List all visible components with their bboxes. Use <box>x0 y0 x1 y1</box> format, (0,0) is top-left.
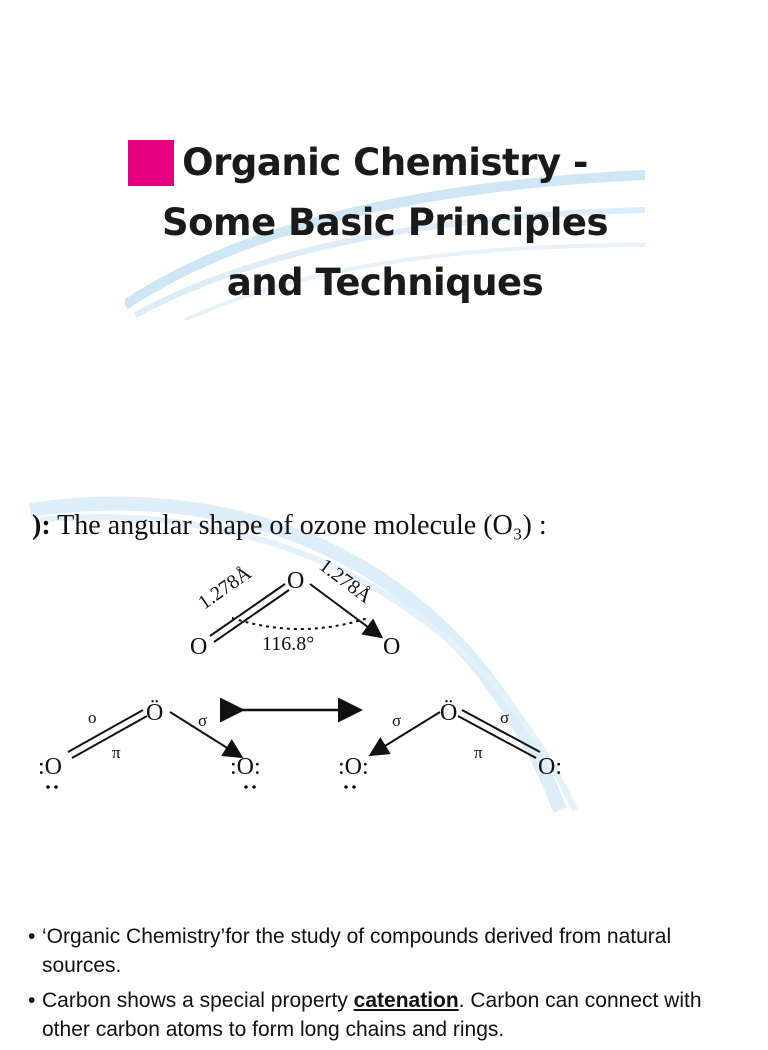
double-bond-line-1 <box>209 583 286 637</box>
atom-o-left: O <box>190 634 207 660</box>
double-bond-line-2 <box>213 589 290 643</box>
bond-length-left: 1.278Å <box>194 562 256 614</box>
resonance-2-atom-left: :O: <box>338 754 369 780</box>
bullet-list: • ‘Organic Chemistry’for the study of co… <box>28 922 748 1050</box>
resonance-2-double-bond-1 <box>461 709 541 753</box>
resonance-2-sigma-right: σ <box>500 708 509 727</box>
resonance-2-double-bond-2 <box>457 715 537 759</box>
resonance-1-sigma-label: σ <box>198 711 207 730</box>
single-bond-arrow <box>309 583 384 639</box>
bullet-marker: • <box>28 989 36 1012</box>
resonance-1-small-o: o <box>88 708 97 727</box>
bullet-item-2: • Carbon shows a special property catena… <box>28 986 748 1044</box>
resonance-2-atom-right: O: <box>538 754 562 780</box>
caption-text: The angular shape of ozone molecule (O₃)… <box>57 510 547 541</box>
resonance-1-atom-right: :O: <box>230 754 261 780</box>
title-line-1: Organic Chemistry - <box>182 141 588 184</box>
bullet-item-1: • ‘Organic Chemistry’for the study of co… <box>28 922 748 980</box>
resonance-2-pi-label: π <box>474 743 483 762</box>
title-marker-square <box>128 140 174 186</box>
resonance-2-single-bond-arrow <box>368 711 441 757</box>
resonance-1-single-bond-arrow <box>169 711 244 759</box>
ozone-diagram: O O O 1.278Å 1.278Å 116.8° Ö :O :O: o π … <box>28 496 578 813</box>
title-block: Organic Chemistry - Some Basic Principle… <box>125 115 645 320</box>
caption-prefix: ): <box>32 510 51 541</box>
figure-caption: ): The angular shape of ozone molecule (… <box>32 510 547 542</box>
title-line-3: and Techniques <box>226 261 544 304</box>
resonance-2-atom-center: Ö <box>440 700 457 726</box>
atom-o-center: O <box>287 568 304 594</box>
bullet-marker: • <box>28 925 36 948</box>
resonance-1-double-bond-1 <box>67 709 144 753</box>
bullet-term-catenation: catenation <box>353 989 459 1012</box>
resonance-1-double-bond-2 <box>71 715 148 759</box>
bullet-text-2-before: Carbon shows a special property <box>42 989 354 1012</box>
title-swoosh-decoration <box>125 170 645 320</box>
page-title: Organic Chemistry - Some Basic Principle… <box>125 133 645 313</box>
resonance-1-atom-left: :O <box>38 754 62 780</box>
bond-angle-value: 116.8° <box>262 633 314 655</box>
bullet-text-1: ‘Organic Chemistry’for the study of comp… <box>42 925 672 977</box>
ozone-figure: O O O 1.278Å 1.278Å 116.8° Ö :O :O: o π … <box>0 490 768 820</box>
title-line-2: Some Basic Principles <box>161 201 609 244</box>
bond-angle-arc <box>231 617 369 630</box>
atom-o-right: O <box>383 634 400 660</box>
resonance-1-pi-label: π <box>112 743 121 762</box>
resonance-2-sigma-left: σ <box>392 711 401 730</box>
resonance-1-atom-center: Ö <box>146 700 163 726</box>
